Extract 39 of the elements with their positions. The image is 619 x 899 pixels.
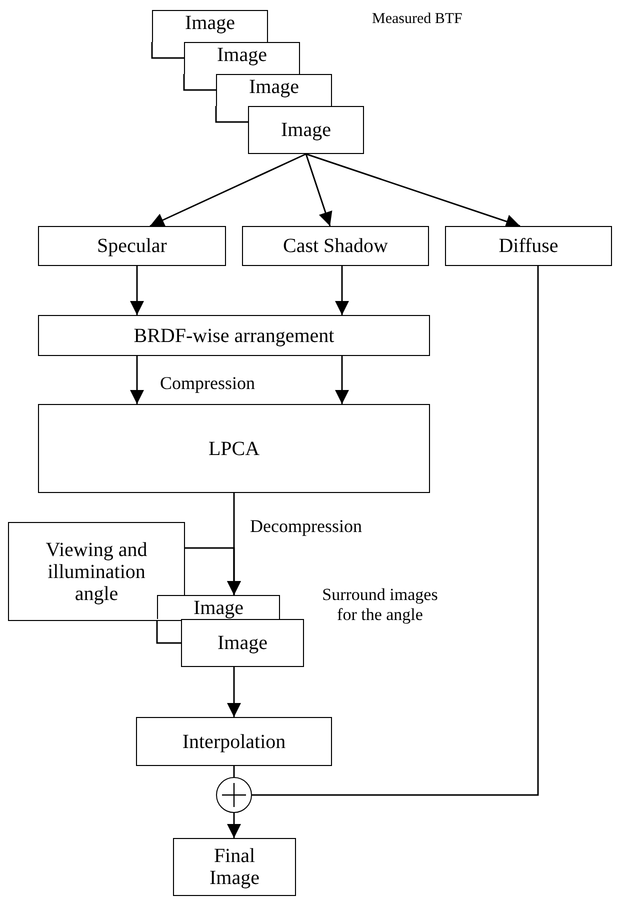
arrow	[227, 813, 241, 838]
process-box	[181, 619, 304, 667]
process-box	[38, 404, 430, 493]
process-box	[38, 315, 430, 356]
arrow	[130, 356, 144, 404]
box-label: Interpolation	[181, 730, 287, 752]
process-box	[136, 717, 332, 766]
arrow	[335, 266, 349, 315]
box-label: Image	[216, 632, 268, 654]
box-label: Image	[280, 119, 332, 141]
box-label: Viewing and illumination angle	[44, 538, 148, 604]
box-label: Final Image	[208, 845, 260, 889]
box-label: Specular	[96, 235, 168, 257]
box-label: Cast Shadow	[282, 235, 389, 257]
process-box	[157, 595, 280, 619]
box-label: Diffuse	[498, 235, 560, 257]
box-label: Image	[248, 75, 300, 99]
process-box	[248, 106, 364, 154]
process-box	[216, 74, 332, 106]
process-box	[173, 838, 296, 896]
process-box	[242, 226, 429, 266]
arrow	[305, 154, 332, 226]
box-label: LPCA	[207, 438, 261, 460]
process-box	[184, 42, 300, 74]
sum-circle	[216, 777, 252, 813]
arrow	[185, 547, 241, 595]
arrow	[227, 667, 241, 717]
arrow	[306, 153, 520, 228]
process-box	[152, 10, 268, 42]
arrow	[335, 356, 349, 404]
arrow	[150, 153, 306, 227]
process-box	[445, 226, 612, 266]
process-box	[8, 522, 185, 621]
box-label: Image	[216, 43, 268, 67]
box-label: BRDF-wise arrangement	[132, 324, 336, 346]
process-box	[38, 226, 226, 266]
arrow	[130, 266, 144, 315]
box-label: Image	[192, 596, 244, 620]
box-label: Image	[184, 11, 236, 35]
